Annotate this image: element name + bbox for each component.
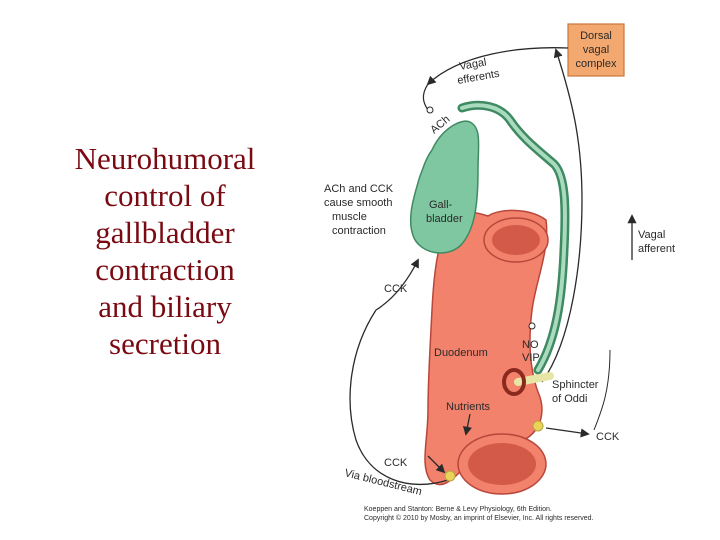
via-bloodstream-label: Via bloodstream xyxy=(343,467,423,498)
sphincter-label-2: of Oddi xyxy=(552,393,587,405)
duodenum-label: Duodenum xyxy=(434,347,488,359)
vagal-efferents-arrow xyxy=(426,47,569,86)
cck-cell-right-icon xyxy=(532,420,544,432)
cck-cell-lower-icon xyxy=(444,470,456,482)
credit-line-2: Copyright © 2010 by Mosby, an imprint of… xyxy=(364,514,594,522)
efferent-nerve-line xyxy=(422,83,429,111)
no-vip-synapse-icon xyxy=(528,322,536,330)
ach-cck-note-3: muscle xyxy=(332,211,367,223)
bloodstream-arrow xyxy=(427,455,446,474)
vagal-efferents-label-1: Vagal xyxy=(458,56,487,73)
bloodstream-loop xyxy=(349,309,449,486)
nutrients-arrow xyxy=(462,413,472,436)
efferent-synapse-icon xyxy=(426,106,434,114)
ach-cck-note-2: cause smooth xyxy=(324,197,392,209)
cck-to-afferent-line xyxy=(593,349,611,431)
sphincter-label-1: Sphincter xyxy=(552,379,599,391)
dorsal-vagal-complex-box: Dorsal vagal complex xyxy=(567,23,625,77)
gallbladder-label-1: Gall- xyxy=(429,199,453,211)
sphincter-of-oddi-icon xyxy=(502,368,526,396)
cck-right-label: CCK xyxy=(596,431,620,443)
ach-cck-note-4: contraction xyxy=(332,225,386,237)
credit-line-1: Koeppen and Stanton: Berne & Levy Physio… xyxy=(364,506,552,513)
no-label: NO xyxy=(522,339,539,351)
gallbladder: Gall- bladder xyxy=(409,120,480,254)
cck-upper-label: CCK xyxy=(384,283,408,295)
gallbladder-control-diagram: Dorsal vagal complex Vagal efferents ACh… xyxy=(324,23,675,522)
vagal-afferent-line xyxy=(541,48,583,383)
nutrients-label: Nutrients xyxy=(446,401,491,413)
duodenum: Duodenum xyxy=(424,209,549,495)
ach-cck-note-1: ACh and CCK xyxy=(324,183,394,195)
cck-lower-label: CCK xyxy=(384,457,408,469)
gallbladder-label-2: bladder xyxy=(426,213,463,225)
cck-right-arrow xyxy=(545,427,590,438)
cck-to-gallbladder-arrow xyxy=(375,258,419,311)
dorsal-vagal-label-1: Dorsal xyxy=(580,30,612,42)
vagal-afferent-label-1: Vagal xyxy=(638,229,665,241)
dorsal-vagal-label-3: complex xyxy=(576,58,617,70)
dorsal-vagal-label-2: vagal xyxy=(583,44,609,56)
slide-title: Neurohumoral control of gallbladder cont… xyxy=(74,141,256,361)
vip-label: VIP xyxy=(522,352,540,364)
vagal-afferent-label-2: afferent xyxy=(638,243,675,255)
